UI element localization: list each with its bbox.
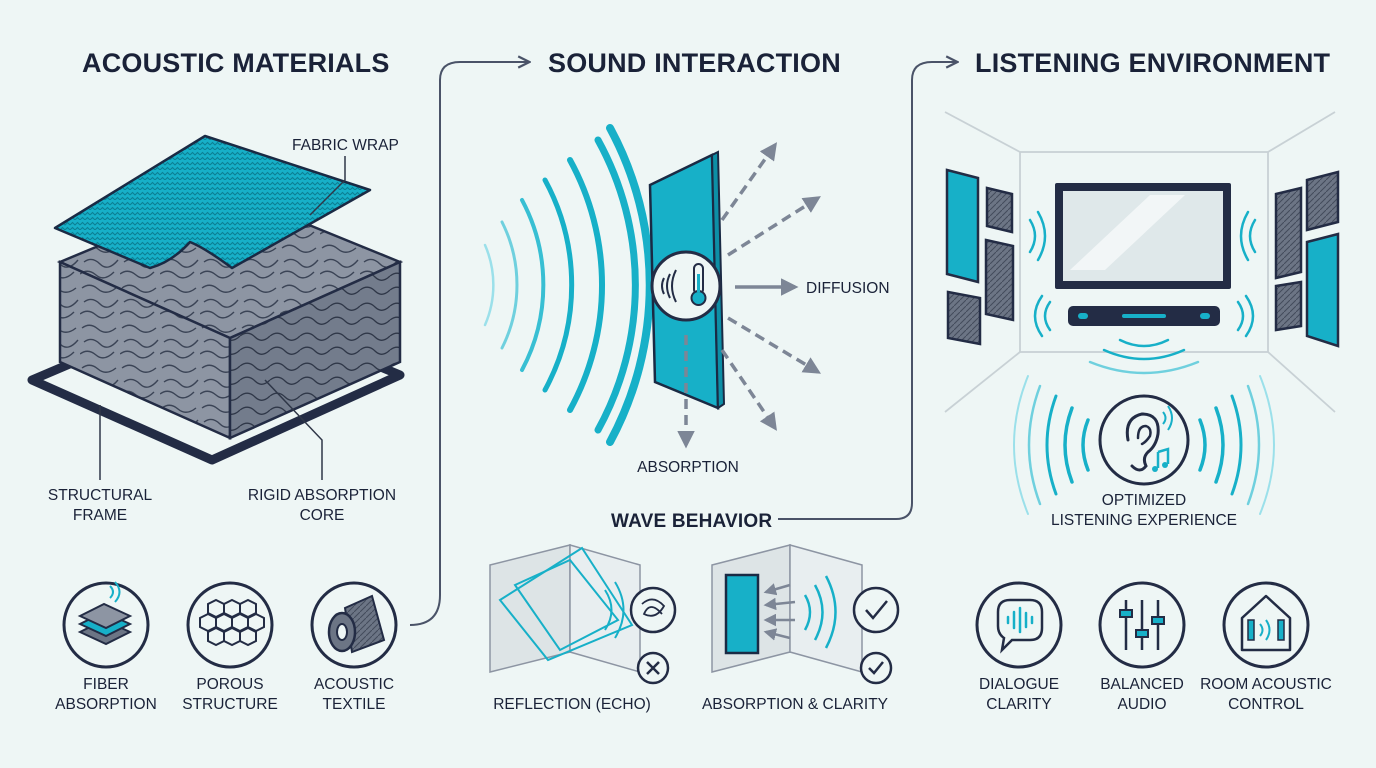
optimized-label-2: LISTENING EXPERIENCE	[1051, 512, 1237, 529]
balanced-audio-label-2: AUDIO	[1117, 696, 1166, 713]
acoustic-textile-icon	[310, 581, 398, 669]
sound-waves	[483, 124, 654, 446]
fabric-wrap-label: FABRIC WRAP	[292, 137, 399, 154]
balanced-audio-icon	[1098, 581, 1186, 669]
diffusion-label: DIFFUSION	[806, 280, 890, 297]
fiber-absorption-icon	[62, 581, 150, 669]
diffusion-arrows	[720, 142, 822, 431]
thermal-conversion-icon	[650, 250, 722, 322]
reflection-echo-label: REFLECTION (ECHO)	[493, 696, 651, 713]
listener-waves	[1013, 375, 1275, 515]
absorption-clarity-label: ABSORPTION & CLARITY	[702, 696, 888, 713]
acoustic-panel-illustration	[27, 134, 405, 480]
ear-icon	[1098, 394, 1190, 486]
room-sound-waves	[1028, 210, 1257, 375]
dialogue-clarity-label-1: DIALOGUE	[979, 676, 1059, 693]
sound-interaction-title: SOUND INTERACTION	[548, 48, 841, 78]
porous-structure-icon	[186, 581, 274, 669]
acoustic-textile-label-2: TEXTILE	[323, 696, 386, 713]
connector-materials-to-interaction	[409, 62, 528, 626]
absorption-core-side	[228, 260, 402, 440]
acoustic-textile-label-1: ACOUSTIC	[314, 676, 394, 693]
optimized-label-1: OPTIMIZED	[1102, 492, 1186, 509]
dialogue-clarity-label-2: CLARITY	[986, 696, 1051, 713]
porous-structure-label-1: POROUS	[196, 676, 263, 693]
porous-structure-label-2: STRUCTURE	[182, 696, 278, 713]
fabric-wrap	[53, 134, 372, 270]
structural-frame-label-2: FRAME	[73, 507, 127, 524]
fiber-absorption-label-1: FIBER	[83, 676, 129, 693]
balanced-audio-label-1: BALANCED	[1100, 676, 1184, 693]
reflection-echo-diagram	[489, 544, 677, 685]
wave-behavior-title: WAVE BEHAVIOR	[611, 511, 772, 532]
absorption-label: ABSORPTION	[637, 459, 739, 476]
room-acoustic-control-icon	[1222, 581, 1310, 669]
room-perspective	[944, 111, 1336, 413]
room-acoustic-label-1: ROOM ACOUSTIC	[1200, 676, 1332, 693]
rigid-core-label-1: RIGID ABSORPTION	[248, 487, 396, 504]
rigid-core-label-2: CORE	[300, 507, 345, 524]
wall-panels-right	[1274, 170, 1340, 348]
dialogue-clarity-icon	[975, 581, 1063, 669]
wall-panels-left	[945, 168, 1015, 346]
television	[1055, 183, 1231, 289]
connector-interaction-to-environment	[778, 62, 956, 520]
absorption-clarity-diagram	[711, 544, 900, 685]
soundbar	[1068, 306, 1220, 326]
room-acoustic-label-2: CONTROL	[1228, 696, 1304, 713]
listening-environment-title: LISTENING ENVIRONMENT	[975, 48, 1331, 78]
fiber-absorption-label-2: ABSORPTION	[55, 696, 157, 713]
acoustic-materials-title: ACOUSTIC MATERIALS	[82, 48, 390, 78]
structural-frame-label-1: STRUCTURAL	[48, 487, 153, 504]
